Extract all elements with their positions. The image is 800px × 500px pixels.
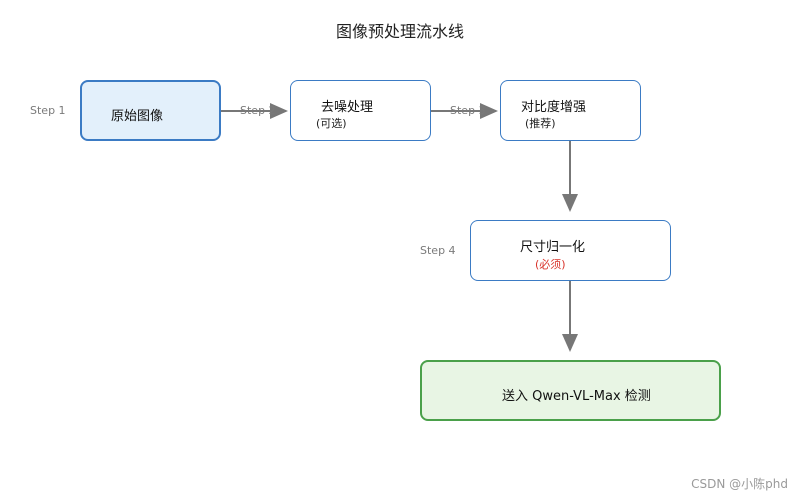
node-original-image: 原始图像 xyxy=(80,80,221,141)
node-contrast: 对比度增强 (推荐) xyxy=(500,80,641,141)
node-resize-label: 尺寸归一化 xyxy=(520,240,586,255)
step-4-label: Step 4 xyxy=(420,244,456,257)
node-denoise: 去噪处理 (可选) xyxy=(290,80,431,141)
node-resize: 尺寸归一化 (必须) xyxy=(470,220,671,281)
node-denoise-label: 去噪处理 xyxy=(321,100,374,115)
node-contrast-note: (推荐) xyxy=(525,117,556,130)
node-detect-label: 送入 Qwen-VL-Max 检测 xyxy=(502,389,651,404)
step-2-label: Step 2 xyxy=(240,104,276,117)
node-detect: 送入 Qwen-VL-Max 检测 xyxy=(420,360,721,421)
node-contrast-label: 对比度增强 xyxy=(521,100,587,115)
node-resize-note: (必须) xyxy=(535,258,566,271)
step-1-label: Step 1 xyxy=(30,104,66,117)
diagram-title: 图像预处理流水线 xyxy=(335,22,464,41)
step-3-label: Step 3 xyxy=(450,104,486,117)
watermark: CSDN @小陈phd xyxy=(691,477,788,491)
node-original-image-label: 原始图像 xyxy=(111,109,164,124)
node-denoise-note: (可选) xyxy=(316,117,347,130)
